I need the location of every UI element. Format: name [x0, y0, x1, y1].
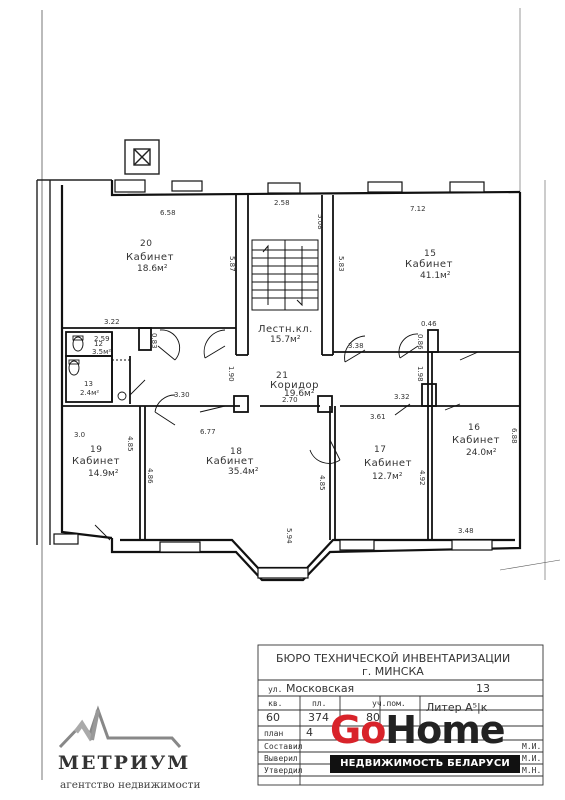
stamp-house: 13 — [476, 682, 490, 695]
stamp-row2-label: уч.пом. — [372, 699, 406, 708]
room-19-number: 19 — [90, 445, 102, 455]
dimension-label: 6.77 — [200, 428, 216, 436]
stair-room-area: 15.7м² — [270, 335, 301, 345]
room-18-number: 18 — [230, 447, 242, 457]
dimension-label: 2.58 — [274, 199, 290, 207]
stamp-row2-value: 80 — [366, 711, 380, 724]
room-16-area: 24.0м² — [466, 448, 497, 458]
dimension-label: 4.86 — [146, 468, 154, 484]
dimension-label: 5.87 — [228, 256, 236, 272]
room-labels: 20 Кабинет 18.6м² 15 Кабинет 41.1м² Лест… — [72, 239, 500, 482]
room-17-number: 17 — [374, 445, 386, 455]
room-19-name: Кабинет — [72, 456, 120, 467]
room-21-number: 21 — [276, 371, 288, 381]
room-21-name: Коридор — [270, 380, 319, 391]
room-16-name: Кабинет — [452, 435, 500, 446]
dimension-labels: 6.58 2.58 5.08 7.12 5.87 5.83 3.22 2.59 … — [74, 199, 518, 544]
room-13-area: 2.4м² — [80, 389, 99, 397]
stamp-signature-name: М.И. — [522, 754, 541, 763]
dimension-label: 0.86 — [416, 334, 424, 350]
room-12-number: 12 — [94, 340, 103, 348]
stamp-checked-label: Выверил — [264, 754, 298, 763]
room-17-name: Кабинет — [364, 458, 412, 469]
dimension-label: 3.61 — [370, 413, 386, 421]
dimension-label: 1.90 — [227, 366, 235, 382]
dimension-label: 1.98 — [416, 366, 424, 382]
dimension-label: 3.30 — [174, 391, 190, 399]
gohome-tagline: НЕДВИЖИМОСТЬ БЕЛАРУСИ — [330, 755, 520, 773]
room-15-number: 15 — [424, 249, 436, 259]
dimension-label: 3.38 — [348, 342, 364, 350]
stamp-row2-value: 374 — [308, 711, 329, 724]
room-13-number: 13 — [84, 380, 93, 388]
room-17-area: 12.7м² — [372, 472, 403, 482]
stamp-floor: 4 — [306, 726, 313, 739]
dimension-label: 4.85 — [126, 436, 134, 452]
room-18-name: Кабинет — [206, 456, 254, 467]
windows — [53, 179, 493, 579]
stamp-signature-name: М.Н. — [522, 766, 541, 775]
gohome-home-text: Home — [385, 708, 505, 752]
room-12-area: 3.5м² — [92, 348, 111, 356]
dimension-label: 6.58 — [160, 209, 176, 217]
stamp-floor-label: план — [264, 729, 283, 738]
gohome-go-text: Go — [330, 708, 386, 752]
stamp-header: БЮРО ТЕХНИЧЕСКОЙ ИНВЕНТАРИЗАЦИИ — [276, 652, 510, 665]
sanitary-fixtures — [68, 335, 130, 401]
doors — [94, 329, 479, 541]
bti-stamp — [257, 644, 544, 786]
interior-walls — [62, 195, 520, 540]
dimension-label: 4.92 — [418, 470, 426, 486]
stamp-header-city: г. МИНСКА — [362, 665, 424, 678]
stamp-street-label: ул. — [268, 685, 282, 694]
dimension-label: 3.0 — [74, 431, 85, 439]
gohome-wordmark: GoHome — [330, 708, 506, 752]
dimension-label: 3.48 — [458, 527, 474, 535]
room-16-number: 16 — [468, 423, 480, 433]
stamp-litera: Литер А⁵|к — [426, 701, 488, 714]
metrium-name: МЕТРИУМ — [58, 752, 191, 774]
dimension-label: 7.12 — [410, 205, 426, 213]
stamp-row2-value: 60 — [266, 711, 280, 724]
dimension-label: 5.08 — [316, 214, 324, 230]
chimney — [124, 139, 160, 175]
dimension-label: 0.83 — [150, 333, 158, 349]
gohome-logo: GoHome НЕДВИЖИМОСТЬ БЕЛАРУСИ — [330, 708, 520, 774]
stamp-signature-name: М.И. — [522, 742, 541, 751]
bti-stamp-text: БЮРО ТЕХНИЧЕСКОЙ ИНВЕНТАРИЗАЦИИ г. МИНСК… — [264, 652, 541, 775]
metrium-logo-icon — [58, 705, 182, 749]
staircase — [251, 239, 319, 311]
room-18-area: 35.4м² — [228, 467, 259, 477]
dimension-label: 3.22 — [104, 318, 120, 326]
sheet-lines — [41, 8, 561, 780]
dimension-label: 5.94 — [285, 528, 293, 544]
dimension-label: 3.32 — [394, 393, 410, 401]
metrium-tagline: агентство недвижимости — [60, 779, 201, 791]
stair-room-name: Лестн.кл. — [258, 324, 313, 335]
stamp-row2-label: пл. — [312, 699, 326, 708]
room-15-area: 41.1м² — [420, 271, 451, 281]
dimension-label: 2.70 — [282, 396, 298, 404]
room-21-area: 19.6м² — [284, 389, 315, 399]
dimension-label: 4.85 — [318, 475, 326, 491]
room-20-name: Кабинет — [126, 252, 174, 263]
stamp-row2-label: кв. — [268, 699, 282, 708]
stamp-street: Московская — [286, 682, 354, 695]
room-15-name: Кабинет — [405, 259, 453, 270]
stamp-composed-label: Составил — [264, 742, 303, 751]
dimension-label: 5.83 — [337, 256, 345, 272]
stamp-approved-label: Утвердил — [264, 766, 303, 775]
room-20-area: 18.6м² — [137, 264, 168, 274]
room-19-area: 14.9м² — [88, 469, 119, 479]
dimension-label: 2.59 — [94, 335, 110, 343]
room-20-number: 20 — [140, 239, 152, 249]
dimension-label: 0.46 — [421, 320, 437, 328]
left-strip — [36, 179, 112, 545]
dimension-label: 6.88 — [510, 428, 518, 444]
